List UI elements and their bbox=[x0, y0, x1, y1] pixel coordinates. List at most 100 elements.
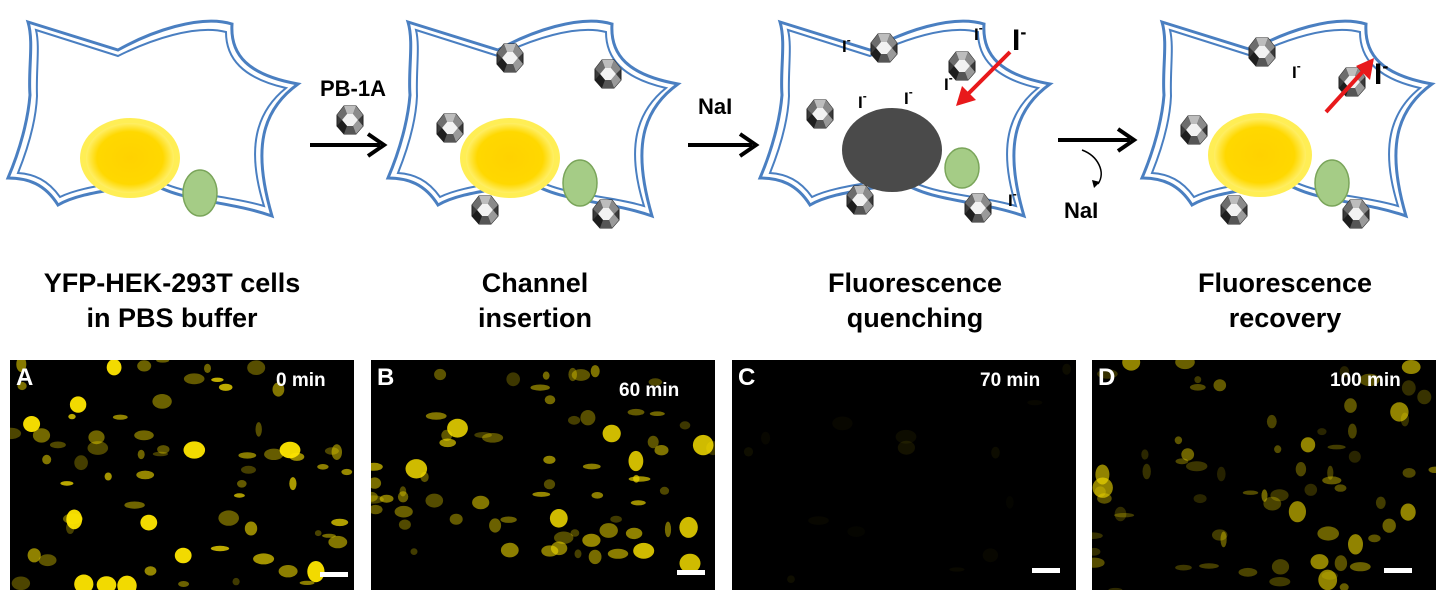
panel-time: 0 min bbox=[276, 370, 326, 391]
fluorescent-cell bbox=[1295, 462, 1307, 477]
quenched-nucleus bbox=[842, 108, 942, 192]
fluorescent-cell bbox=[341, 468, 353, 476]
fluorescent-cell bbox=[1327, 465, 1334, 480]
fluorescent-cell bbox=[1348, 534, 1363, 555]
fluorescent-cell bbox=[554, 531, 574, 544]
reagent-nai-removed: NaI bbox=[1064, 198, 1098, 223]
fluorescent-cell bbox=[761, 432, 770, 445]
fluorescent-cell bbox=[500, 542, 519, 558]
fluorescent-cell bbox=[1375, 496, 1386, 509]
fluorescent-cell bbox=[1382, 518, 1396, 533]
fluorescent-cell bbox=[1092, 477, 1113, 498]
fluorescent-cell bbox=[449, 513, 463, 525]
cell-initial bbox=[5, 19, 302, 219]
fluorescent-cell bbox=[1401, 360, 1421, 374]
fluorescent-cell bbox=[447, 418, 468, 438]
fluorescent-cell bbox=[314, 530, 322, 537]
fluorescent-cell bbox=[1359, 373, 1380, 387]
fluorescent-cell bbox=[156, 360, 170, 363]
fluorescent-cell bbox=[247, 360, 266, 375]
fluorescent-cell bbox=[68, 413, 76, 420]
fluorescent-cell bbox=[1092, 547, 1101, 556]
fluorescent-cell bbox=[1175, 564, 1192, 571]
svg-text:I-: I- bbox=[1008, 187, 1017, 210]
fluorescent-cell bbox=[506, 372, 520, 387]
fluorescent-cell bbox=[137, 449, 145, 460]
fluorescent-cell bbox=[174, 547, 192, 564]
step-arrow-3: NaI bbox=[1058, 127, 1138, 223]
panel-time: 100 min bbox=[1330, 370, 1401, 391]
fluorescent-cell bbox=[659, 486, 670, 495]
fluorescent-cell bbox=[74, 455, 88, 471]
micrograph-b: B 60 min bbox=[371, 360, 715, 590]
fluorescent-cell bbox=[1349, 562, 1371, 572]
fluorescent-cell bbox=[1344, 398, 1357, 413]
reagent-pb1a: PB-1A bbox=[320, 76, 386, 101]
fluorescent-cell bbox=[1141, 449, 1149, 460]
fluorescent-cell bbox=[137, 360, 152, 372]
fluorescent-cell bbox=[568, 415, 581, 425]
fluorescent-cell bbox=[1092, 557, 1105, 568]
fluorescent-cell bbox=[218, 510, 239, 526]
fluorescent-cell bbox=[474, 432, 492, 438]
fluorescent-cell bbox=[1300, 437, 1316, 453]
fluorescent-cell bbox=[1428, 466, 1436, 473]
fluorescent-cell bbox=[331, 518, 349, 527]
fluorescent-cell bbox=[1097, 493, 1112, 504]
panel-letter: B bbox=[377, 364, 395, 391]
panel-letter: A bbox=[16, 364, 34, 391]
fluorescent-cell bbox=[1114, 513, 1135, 518]
fluorescent-cell bbox=[574, 549, 582, 559]
fluorescent-cell bbox=[1401, 380, 1416, 396]
organelle bbox=[182, 169, 218, 217]
fluorescent-cell bbox=[69, 396, 87, 413]
svg-text:I-: I- bbox=[974, 21, 983, 44]
fluorescent-cell bbox=[582, 463, 601, 470]
fluorescent-cell bbox=[11, 576, 31, 590]
fluorescent-cell bbox=[1122, 360, 1141, 371]
fluorescent-cell bbox=[23, 416, 41, 432]
panel-letter: C bbox=[738, 364, 756, 391]
fluorescent-cell bbox=[253, 553, 275, 565]
fluorescent-cell bbox=[211, 377, 224, 382]
fluorescent-cell bbox=[255, 422, 262, 437]
fluorescent-cell bbox=[1274, 445, 1282, 454]
fluorescent-cell bbox=[264, 448, 284, 460]
fluorescent-cell bbox=[272, 382, 285, 397]
fluorescent-cell bbox=[1186, 461, 1208, 472]
fluorescent-cell bbox=[582, 533, 601, 547]
fluorescent-cell bbox=[1270, 489, 1289, 502]
fluorescent-cell bbox=[1092, 532, 1103, 539]
fluorescent-cell bbox=[633, 542, 655, 559]
fluorescent-cell bbox=[895, 429, 917, 444]
fluorescent-cell bbox=[1317, 526, 1339, 541]
fluorescent-cell bbox=[1417, 389, 1432, 405]
fluorescent-cell bbox=[949, 567, 965, 572]
fluorescent-cell bbox=[1304, 483, 1318, 496]
fluorescent-cell bbox=[1006, 496, 1014, 509]
fluorescent-cell bbox=[425, 493, 444, 508]
fluorescent-cell bbox=[1142, 463, 1151, 480]
mechanism-scheme: PB-1A NaI I- I- I- I- I- I bbox=[5, 19, 1436, 229]
fluorescent-cell bbox=[1269, 577, 1291, 587]
fluorescent-cell bbox=[420, 471, 429, 483]
fluorescent-cell bbox=[543, 455, 556, 464]
fluorescent-cell bbox=[183, 441, 206, 459]
fluorescent-cell bbox=[706, 441, 715, 456]
fluorescent-cell bbox=[1339, 583, 1349, 590]
fluorescent-cell bbox=[633, 474, 640, 483]
fluorescent-cell bbox=[399, 486, 407, 497]
fluorescent-cell bbox=[1390, 402, 1409, 422]
fluorescent-cell bbox=[117, 575, 137, 590]
reagent-nai: NaI bbox=[698, 94, 732, 119]
scale-bar-icon bbox=[1032, 568, 1060, 573]
fluorescent-cell bbox=[1318, 569, 1338, 590]
fluorescent-cell bbox=[1217, 466, 1226, 482]
fluorescent-cell bbox=[692, 434, 714, 456]
panel-time: 60 min bbox=[619, 380, 680, 401]
step-arrow-2: NaI bbox=[688, 94, 760, 158]
fluorescent-cell bbox=[371, 495, 384, 504]
fluorescent-cell bbox=[237, 480, 247, 488]
fluorescent-cell bbox=[379, 494, 394, 503]
fluorescent-cell bbox=[96, 576, 117, 590]
